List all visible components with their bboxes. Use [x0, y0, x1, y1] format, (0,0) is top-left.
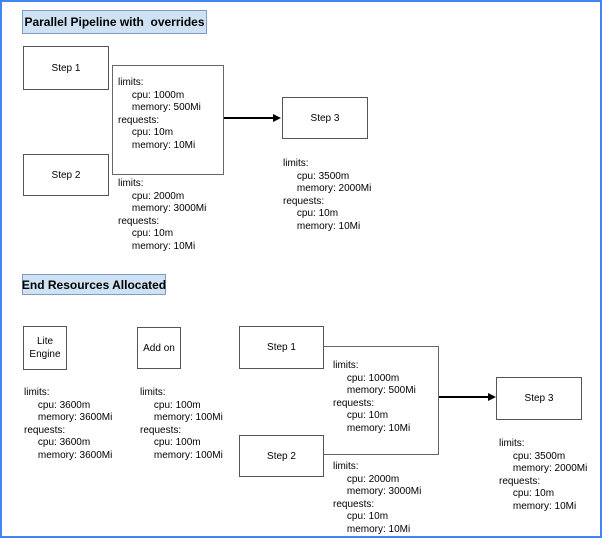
- arrow-right-icon: [273, 113, 281, 122]
- arrow-connector-top: [224, 117, 276, 119]
- node-step3-bottom: Step 3: [496, 377, 582, 420]
- arrow-connector-bottom: [439, 396, 491, 398]
- node-step1-bottom: Step 1: [239, 326, 324, 369]
- node-lite-engine: Lite Engine: [23, 326, 67, 370]
- section-title-end-resources: End Resources Allocated: [22, 274, 166, 295]
- section-title-parallel-pipeline: Parallel Pipeline with overrides: [22, 10, 207, 34]
- arrow-right-icon: [488, 392, 496, 401]
- node-step2-bottom: Step 2: [239, 435, 324, 477]
- node-step1-top: Step 1: [23, 46, 109, 90]
- node-add-on: Add on: [137, 327, 181, 369]
- node-step2-top: Step 2: [23, 154, 109, 196]
- connector-bracket-bottom: [324, 346, 439, 455]
- node-step3-top: Step 3: [282, 97, 368, 139]
- connector-bracket-top: [112, 65, 224, 175]
